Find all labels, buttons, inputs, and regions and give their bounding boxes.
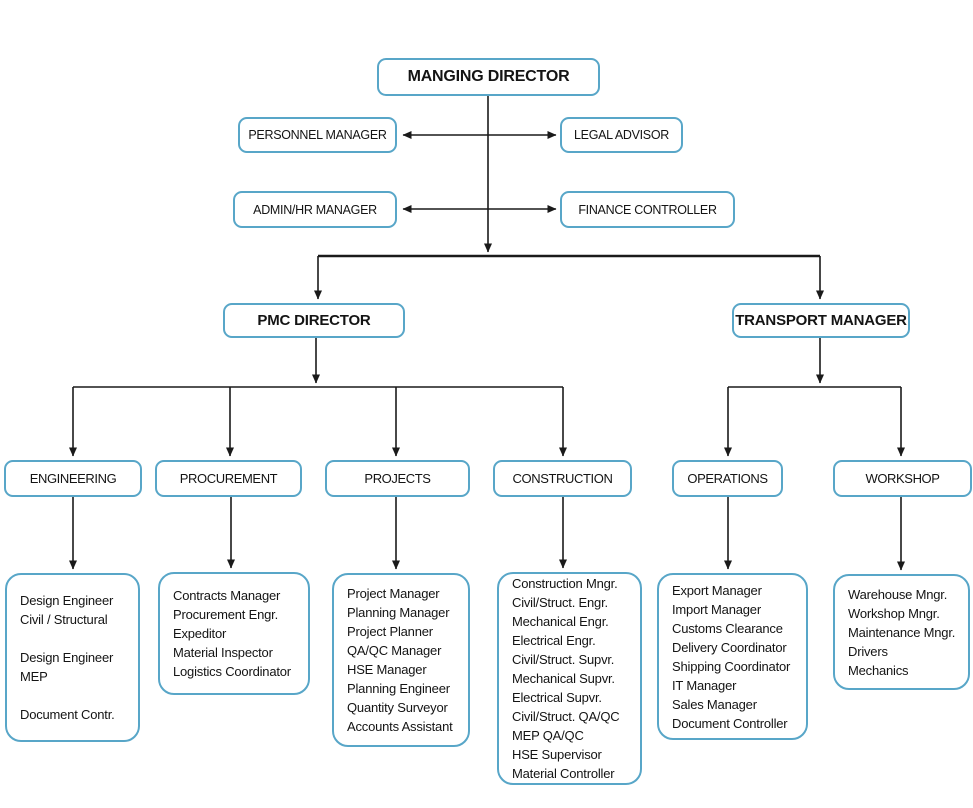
node-label: PROJECTS xyxy=(364,471,431,486)
role-item: QA/QC Manager xyxy=(347,643,442,658)
role-item: Warehouse Mngr. xyxy=(848,586,948,602)
node-label: PERSONNEL MANAGER xyxy=(248,128,387,142)
role-item: Material Controller xyxy=(512,766,615,781)
role-item: Project Planner xyxy=(347,624,433,639)
node-transport-manager: TRANSPORT MANAGER xyxy=(732,303,910,338)
role-item: Maintenance Mngr. xyxy=(848,624,956,640)
role-item: Design Engineer xyxy=(20,650,114,665)
node-managing-director: MANGING DIRECTOR xyxy=(377,58,600,96)
role-item: Design Engineer xyxy=(20,593,114,608)
node-label: ADMIN/HR MANAGER xyxy=(253,202,377,217)
node-label: OPERATIONS xyxy=(687,471,768,486)
role-item: IT Manager xyxy=(672,677,737,693)
role-item: Contracts Manager xyxy=(173,588,281,603)
role-item: Accounts Assistant xyxy=(347,719,453,734)
role-item: Shipping Coordinator xyxy=(672,658,791,674)
node-label: FINANCE CONTROLLER xyxy=(578,202,717,217)
role-item: Logistics Coordinator xyxy=(173,664,291,679)
node-construction: CONSTRUCTION xyxy=(493,460,632,497)
role-item: Customs Clearance xyxy=(672,620,783,636)
node-projects: PROJECTS xyxy=(325,460,470,497)
node-label: PMC DIRECTOR xyxy=(257,312,371,329)
node-label: WORKSHOP xyxy=(865,471,940,486)
node-label: CONSTRUCTION xyxy=(512,471,613,486)
leaf-workshop-team: Warehouse Mngr. Workshop Mngr. Maintenance… xyxy=(833,574,970,690)
role-item: HSE Supervisor xyxy=(512,747,602,762)
node-legal-advisor: LEGAL ADVISOR xyxy=(560,117,683,153)
role-item: Civil/Struct. QA/QC xyxy=(512,709,620,724)
role-item: Workshop Mngr. xyxy=(848,605,940,621)
node-engineering: ENGINEERING xyxy=(4,460,142,497)
role-item: Mechanical Engr. xyxy=(512,614,609,629)
node-pmc-director: PMC DIRECTOR xyxy=(223,303,405,338)
role-item: Quantity Surveyor xyxy=(347,700,448,715)
role-item: Mechanical Supvr. xyxy=(512,671,615,686)
node-label: TRANSPORT MANAGER xyxy=(735,312,907,329)
role-item: Mechanics xyxy=(848,662,909,678)
role-item: Planning Engineer xyxy=(347,681,450,696)
node-procurement: PROCUREMENT xyxy=(155,460,302,497)
node-workshop: WORKSHOP xyxy=(833,460,972,497)
role-item: Planning Manager xyxy=(347,605,450,620)
role-item: Expeditor xyxy=(173,626,227,641)
role-item: Procurement Engr. xyxy=(173,607,278,622)
role-item: Civil/Struct. Engr. xyxy=(512,595,608,610)
role-item: Drivers xyxy=(848,643,888,659)
role-item: Import Manager xyxy=(672,601,761,617)
role-item: Document Controller xyxy=(672,715,788,731)
role-item: Document Contr. xyxy=(20,707,115,722)
node-label: PROCUREMENT xyxy=(179,471,278,486)
role-item: Material Inspector xyxy=(173,645,273,660)
leaf-construction-team: Construction Mngr. Civil/Struct. Engr. Mec… xyxy=(497,572,642,785)
node-label: MANGING DIRECTOR xyxy=(407,68,570,85)
role-item: Electrical Supvr. xyxy=(512,690,602,705)
role-item: MEP xyxy=(20,669,48,684)
role-item: Civil / Structural xyxy=(20,612,108,627)
node-personnel-manager: PERSONNEL MANAGER xyxy=(238,117,397,153)
role-item: Electrical Engr. xyxy=(512,633,596,648)
role-item: Civil/Struct. Supvr. xyxy=(512,652,615,667)
role-item: HSE Manager xyxy=(347,662,427,677)
role-item: Export Manager xyxy=(672,582,762,598)
role-item: MEP QA/QC xyxy=(512,728,584,743)
node-admin-hr-manager: ADMIN/HR MANAGER xyxy=(233,191,397,228)
role-item: Construction Mngr. xyxy=(512,576,618,591)
role-item: Delivery Coordinator xyxy=(672,639,787,655)
role-item: Sales Manager xyxy=(672,696,757,712)
node-label: LEGAL ADVISOR xyxy=(574,128,669,142)
node-operations: OPERATIONS xyxy=(672,460,783,497)
node-label: ENGINEERING xyxy=(29,471,117,486)
role-item: Project Manager xyxy=(347,586,440,601)
node-finance-controller: FINANCE CONTROLLER xyxy=(560,191,735,228)
